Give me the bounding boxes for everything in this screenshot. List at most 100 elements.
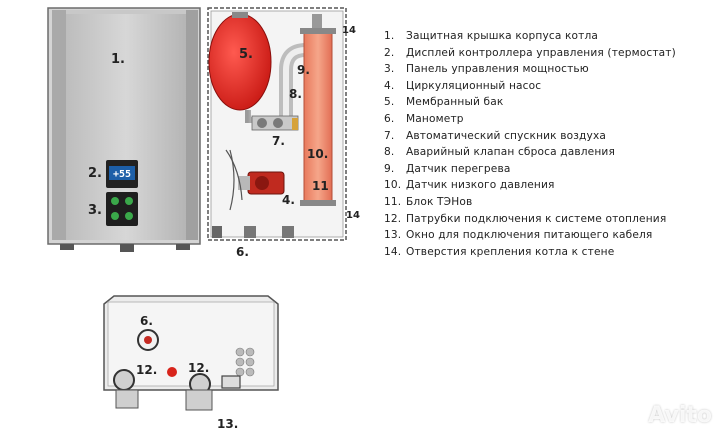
bottom-label-13: 13. xyxy=(217,417,238,431)
front-label-3: 3. xyxy=(88,203,102,218)
front-label-1: 1. xyxy=(111,52,125,67)
legend-item-text: Автоматический спускник воздуха xyxy=(406,129,607,142)
pump-motor xyxy=(255,176,269,190)
legend-item: 14. Отверстия крепления котла к стене xyxy=(384,244,714,261)
legend-item-number: 9. xyxy=(384,162,395,175)
display-value: +55 xyxy=(113,169,131,180)
control-light-3 xyxy=(111,212,119,220)
wire-2 xyxy=(229,149,235,211)
legend-item-number: 8. xyxy=(384,146,395,159)
legend-item-number: 14. xyxy=(384,245,402,258)
legend-item: 10. Датчик низкого давления xyxy=(384,177,714,194)
internal-label-14-top: 14 xyxy=(342,25,356,36)
wire-1 xyxy=(225,149,243,201)
valve-2 xyxy=(273,118,283,128)
legend-item-text: Окно для подключения питающего кабеля xyxy=(406,229,653,242)
legend-item-text: Защитная крышка корпуса котла xyxy=(406,30,599,42)
legend-item-text: Манометр xyxy=(406,112,464,125)
internal-label-6: 6. xyxy=(236,245,249,259)
vent-hole xyxy=(245,347,255,357)
internal-label-9: 9. xyxy=(297,63,310,77)
front-view: +55 1. 2. 3. xyxy=(47,7,201,252)
legend-item-text: Датчик низкого давления xyxy=(406,179,555,192)
avito-watermark: Avito xyxy=(648,403,712,428)
legend-item: 9. Датчик перегрева xyxy=(384,161,714,178)
front-right-edge xyxy=(186,10,198,240)
front-foot-mid xyxy=(120,244,134,252)
legend-item: 4. Циркуляционный насос xyxy=(384,78,714,95)
heater-bottom-flange xyxy=(300,200,336,206)
legend-item-text: Аварийный клапан сброса давления xyxy=(406,146,615,159)
control-light-4 xyxy=(125,212,133,220)
legend-item-number: 10. xyxy=(384,179,402,192)
bottom-fitting-mid xyxy=(244,226,256,238)
control-light-2 xyxy=(125,197,133,205)
heating-connection-left xyxy=(113,369,135,391)
internal-label-5: 5. xyxy=(239,47,253,62)
legend-item-number: 11. xyxy=(384,195,402,208)
internal-label-11: 11 xyxy=(312,179,329,193)
front-left-edge xyxy=(52,10,66,240)
legend-item: 6. Манометр xyxy=(384,111,714,128)
bottom-fitting-left xyxy=(212,226,222,238)
control-light-1 xyxy=(111,197,119,205)
relief-button xyxy=(167,367,177,377)
valve-1 xyxy=(257,118,267,128)
internal-label-4: 4. xyxy=(282,193,295,207)
legend-item: 11. Блок ТЭНов xyxy=(384,194,714,211)
vent-hole xyxy=(245,357,255,367)
legend-item-number: 4. xyxy=(384,79,395,92)
legend-item: 7. Автоматический спускник воздуха xyxy=(384,128,714,145)
bottom-label-12-right: 12. xyxy=(188,361,209,375)
power-control-panel xyxy=(106,192,138,226)
bottom-pipe-right xyxy=(185,389,213,411)
legend-item: 12.Патрубки подключения к системе отопле… xyxy=(384,211,714,228)
legend-item-number: 7. xyxy=(384,129,395,142)
vent-hole xyxy=(235,347,245,357)
vent-grid xyxy=(235,347,255,377)
front-foot-left xyxy=(60,244,74,250)
legend-item-number: 6. xyxy=(384,112,395,125)
legend-item: 5. Мембранный бак xyxy=(384,94,714,111)
vent-hole xyxy=(235,357,245,367)
legend-item-text: Отверстия крепления котла к стене xyxy=(406,245,615,258)
legend-item-text: Циркуляционный насос xyxy=(406,79,542,92)
front-top-edge xyxy=(66,10,186,14)
legend-item-text: Датчик перегрева xyxy=(406,162,511,175)
legend-item: 2. Дисплей контроллера управления (термос… xyxy=(384,45,714,62)
legend-item-number: 1. xyxy=(384,30,395,42)
bottom-fitting-right xyxy=(282,226,294,238)
bottom-label-6: 6. xyxy=(140,314,153,328)
legend-item-text: Дисплей контроллера управления (термоста… xyxy=(406,46,676,59)
heater-top-flange xyxy=(300,28,336,34)
legend-item-text: Патрубки подключения к системе отопления xyxy=(406,212,667,225)
internal-label-10: 10. xyxy=(307,147,328,161)
legend-item-text: Блок ТЭНов xyxy=(406,195,473,208)
relief-valve xyxy=(292,118,298,130)
legend-item-text: Мембранный бак xyxy=(406,96,504,109)
internal-label-7: 7. xyxy=(272,134,285,148)
legend-item-number: 13. xyxy=(384,229,402,242)
bottom-view: 6. 12. 12. 13. xyxy=(103,295,279,431)
legend-list: 1. Защитная крышка корпуса котла 2. Дисплей… xyxy=(384,28,714,260)
tank-top-fitting xyxy=(232,12,248,18)
internal-view: 5. 9. 10. 11 8. 7. 4. 6. xyxy=(207,7,360,259)
bottom-label-12-left: 12. xyxy=(136,363,157,377)
legend-item: 13. Окно для подключения питающего кабеля xyxy=(384,227,714,244)
legend-item-number: 3. xyxy=(384,63,395,76)
legend-item-number: 2. xyxy=(384,46,395,59)
front-label-2: 2. xyxy=(88,166,102,181)
vent-hole xyxy=(245,367,255,377)
internal-label-8: 8. xyxy=(289,87,302,101)
air-vent xyxy=(312,14,322,28)
gauge-needle xyxy=(144,336,152,344)
bottom-pipe-left xyxy=(115,389,139,409)
legend-item: 1. Защитная крышка корпуса котла xyxy=(384,28,714,45)
vent-hole xyxy=(235,367,245,377)
legend-item-number: 5. xyxy=(384,96,395,109)
front-foot-right xyxy=(176,244,190,250)
display-screen xyxy=(109,166,135,180)
legend-item: 8. Аварийный клапан сброса давления xyxy=(384,144,714,161)
